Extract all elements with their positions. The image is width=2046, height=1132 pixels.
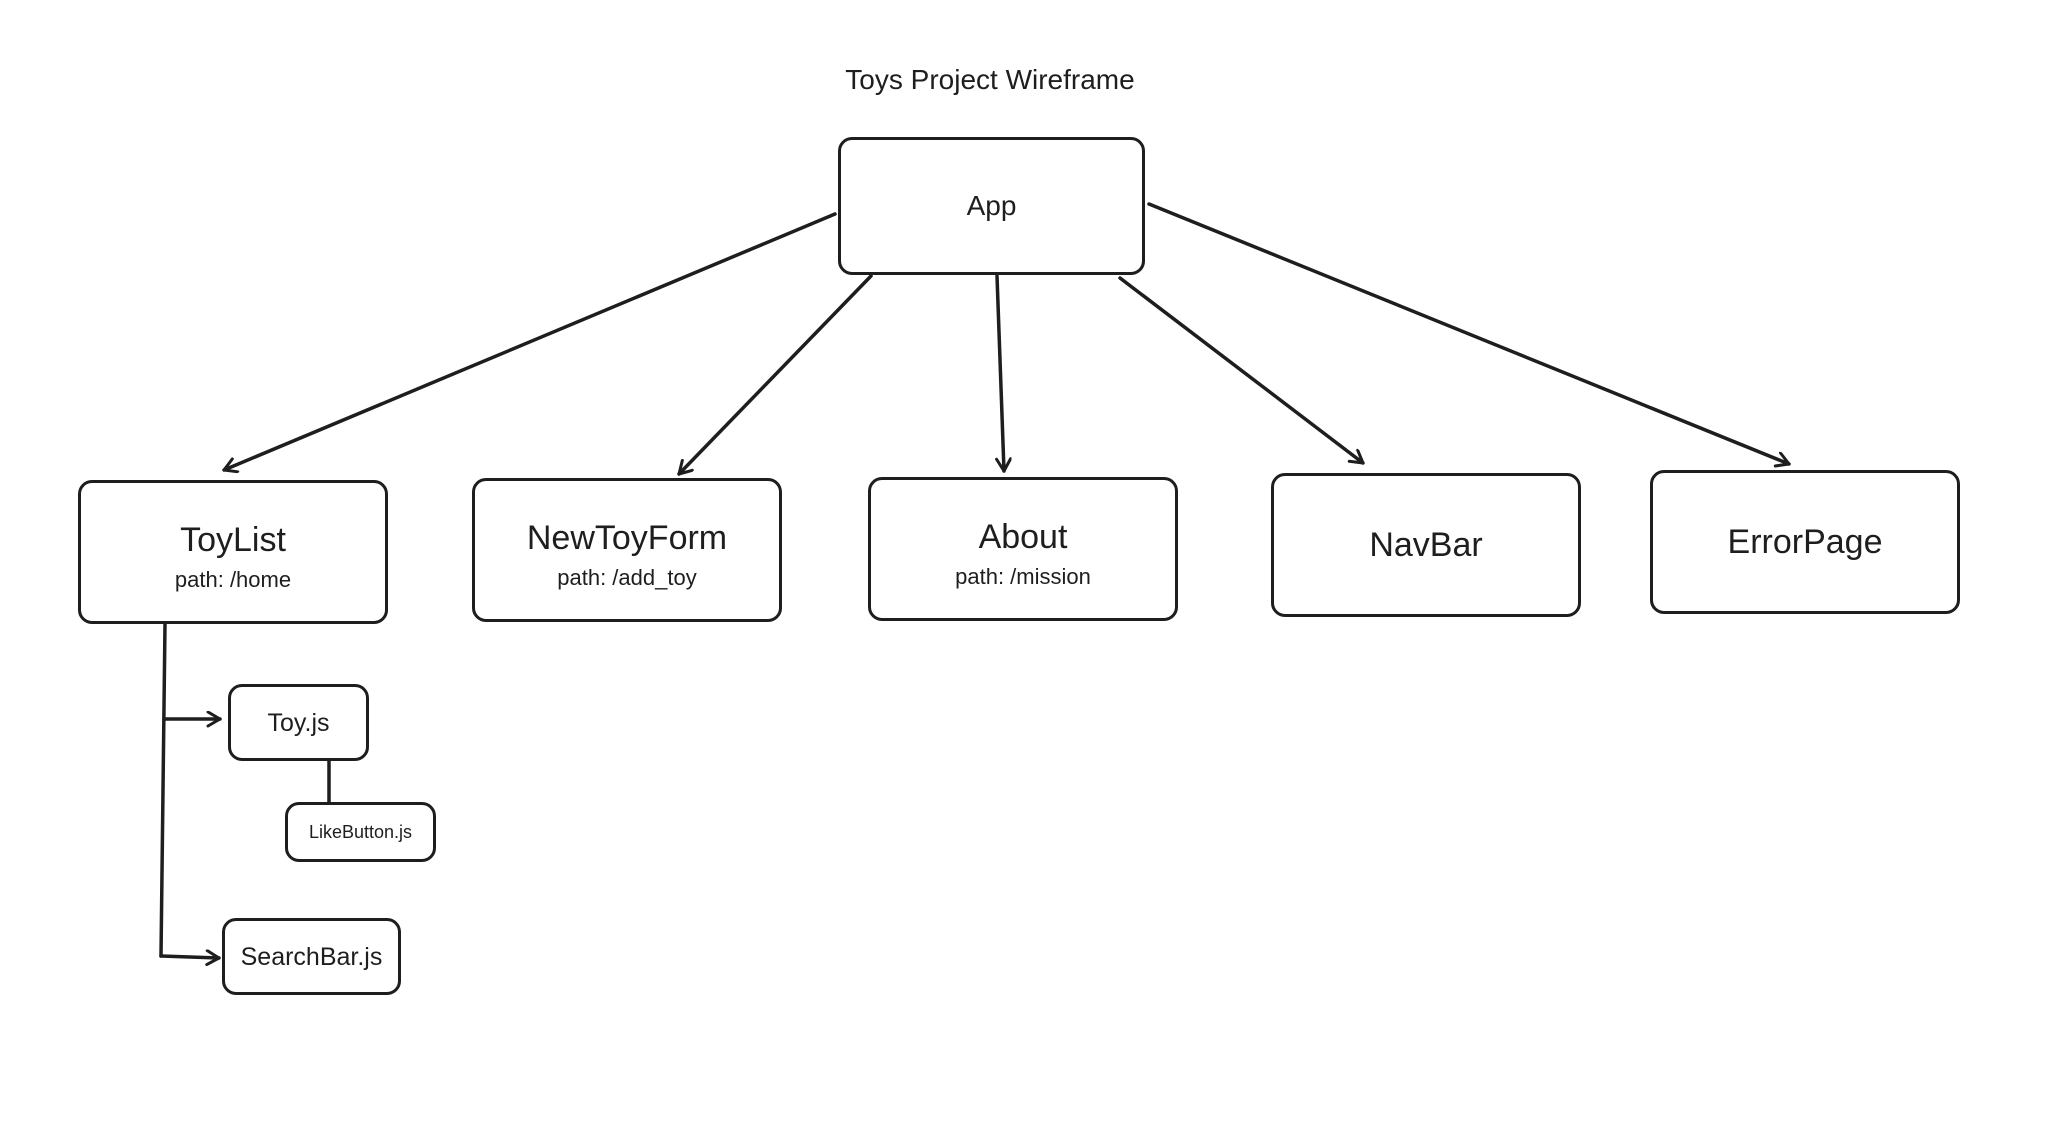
edge-app-newtoyform bbox=[677, 274, 873, 476]
diagram-title: Toys Project Wireframe bbox=[845, 64, 1135, 95]
node-about-label: About bbox=[978, 518, 1068, 556]
edge-app-errorpage bbox=[1147, 202, 1791, 464]
node-toylist-path: path: /home bbox=[174, 567, 292, 592]
node-navbar[interactable]: NavBar bbox=[1271, 473, 1581, 617]
node-toy[interactable]: Toy.js bbox=[228, 684, 369, 761]
node-app-label: App bbox=[966, 190, 1017, 221]
node-searchbar[interactable]: SearchBar.js bbox=[222, 918, 401, 995]
node-errorpage-label: ErrorPage bbox=[1727, 523, 1883, 561]
node-likebutton[interactable]: LikeButton.js bbox=[285, 802, 436, 862]
edge-app-navbar bbox=[1118, 276, 1365, 465]
node-toylist[interactable]: ToyList path: /home bbox=[78, 480, 388, 624]
node-searchbar-label: SearchBar.js bbox=[240, 942, 383, 971]
node-toy-label: Toy.js bbox=[267, 708, 330, 737]
node-app[interactable]: App bbox=[838, 137, 1145, 275]
node-newtoyform-label: NewToyForm bbox=[526, 519, 728, 557]
node-about[interactable]: About path: /mission bbox=[868, 477, 1178, 621]
node-newtoyform[interactable]: NewToyForm path: /add_toy bbox=[472, 478, 782, 622]
edge-toylist-searchbar bbox=[159, 956, 221, 958]
node-likebutton-label: LikeButton.js bbox=[308, 822, 413, 842]
edge-app-toylist bbox=[222, 212, 837, 470]
node-navbar-label: NavBar bbox=[1369, 526, 1483, 564]
node-errorpage[interactable]: ErrorPage bbox=[1650, 470, 1960, 614]
edge-app-about bbox=[997, 274, 1004, 473]
node-about-path: path: /mission bbox=[955, 564, 1091, 589]
edge-toylist-trunk bbox=[159, 622, 167, 958]
node-newtoyform-path: path: /add_toy bbox=[557, 565, 697, 590]
node-toylist-label: ToyList bbox=[180, 521, 286, 559]
